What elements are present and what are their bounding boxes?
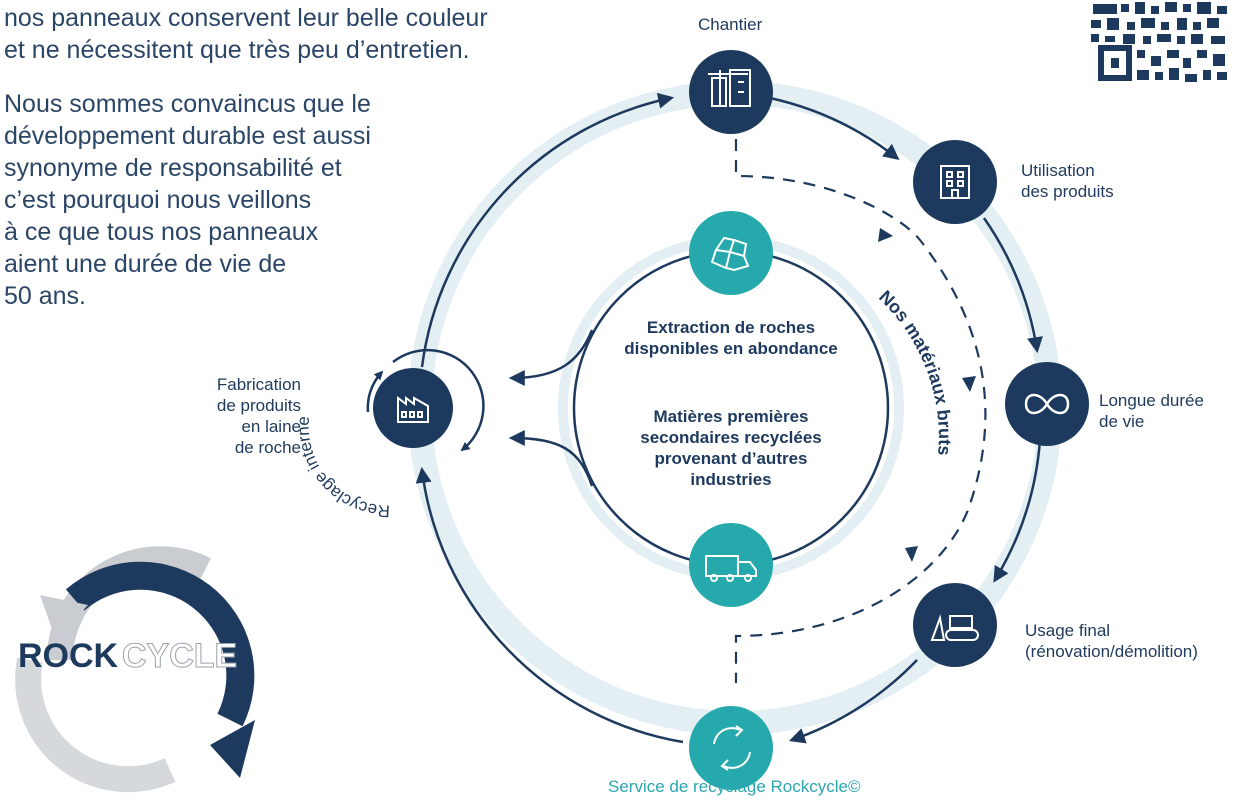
label-line: Longue durée (1099, 391, 1204, 410)
logo-navy-arc (65, 561, 255, 727)
factory-icon (397, 396, 429, 423)
label-line: Fabrication (216, 375, 301, 394)
node-chantier (689, 50, 773, 134)
recyclage-interne-label: Recyclage interne (294, 416, 391, 521)
label-line: disponibles en abondance (624, 339, 838, 358)
intro-line: développement durable est aussi (4, 122, 371, 150)
label-line: des produits (1021, 182, 1114, 201)
intro-paragraph-1: nos panneaux conservent leur belle coule… (4, 2, 488, 66)
arrow-matieres-to-fabrication (508, 430, 594, 487)
intro-line: c’est pourquoi nous veillons (4, 186, 312, 214)
label-line: Matières premières (653, 407, 809, 426)
label-line: Usage final (1025, 621, 1111, 640)
node-usage-final (913, 583, 997, 667)
construction-site-icon (708, 69, 751, 107)
intro-line: et ne nécessitent que très peu d’entreti… (4, 36, 470, 64)
node-service (689, 706, 773, 790)
logo-arrowhead (210, 720, 255, 778)
logo-arrowhead-gray (40, 595, 88, 640)
rockcycle-logo: ROCK CYCLE ® (15, 546, 255, 793)
label-line: Extraction de roches (646, 318, 816, 337)
label-chantier: Chantier (698, 15, 763, 34)
label-line: de produits (216, 396, 301, 415)
label-line: en laine (241, 417, 301, 436)
logo-registered-mark: ® (235, 644, 243, 655)
qr-code-icon (1085, 0, 1235, 88)
node-longue-duree (1005, 362, 1089, 446)
arrow-fabrication-to-chantier (420, 92, 675, 368)
truck-icon (705, 555, 757, 582)
arrow-utilisation-to-longue (982, 217, 1043, 354)
label-usage-final: Usage final (rénovation/démolition) (1025, 620, 1198, 662)
label-matieres: Matières premières secondaires recyclées… (600, 406, 862, 490)
bulldozer-icon (930, 614, 979, 641)
label-line: industries (690, 470, 772, 489)
label-longue-duree: Longue durée de vie (1099, 390, 1204, 432)
label-line: de vie (1099, 412, 1145, 431)
arrow-extraction-to-fabrication (508, 329, 594, 386)
intro-line: aient une durée de vie de (4, 250, 287, 278)
node-utilisation (913, 140, 997, 224)
logo-cycle-text: CYCLE (122, 637, 237, 675)
dashed-arrowhead (962, 376, 976, 392)
logo-rock-text: ROCK (18, 637, 119, 675)
arrow-service-to-fabrication (415, 466, 684, 744)
intro-line: nos panneaux conservent leur belle coule… (4, 4, 488, 32)
label-line: Utilisation (1021, 161, 1095, 180)
label-line: de roche (234, 438, 301, 457)
arrow-usage-to-service (788, 659, 918, 744)
intro-line: Nous sommes convaincus que le (4, 90, 371, 118)
dashed-arrowhead (905, 546, 918, 562)
node-fabrication (373, 368, 453, 448)
recyclage-interne-loop (392, 348, 485, 452)
label-extraction: Extraction de roches disponibles en abon… (600, 317, 862, 359)
label-service: Service de recyclage Rockcycle© (608, 777, 861, 796)
dashed-arrowhead (878, 228, 893, 242)
node-extraction (689, 211, 773, 295)
dashed-path-materiaux (734, 118, 987, 683)
intro-paragraph-2: Nous sommes convaincus que le développem… (4, 88, 371, 312)
label-utilisation: Utilisation des produits (1021, 160, 1114, 202)
arrow-longue-to-usage (993, 439, 1042, 583)
rocks-icon (710, 236, 750, 272)
arrow-chantier-to-utilisation (769, 96, 900, 160)
intro-line: synonyme de responsabilité et (4, 154, 342, 182)
logo-gray-arc-bottom (15, 657, 176, 793)
intro-line: à ce que tous nos panneaux (4, 218, 319, 246)
node-transport (689, 523, 773, 607)
intro-line: 50 ans. (4, 282, 87, 310)
label-line: secondaires recyclées (640, 428, 822, 447)
label-line: (rénovation/démolition) (1025, 642, 1198, 661)
recycle-arrows-icon (713, 725, 751, 771)
infinity-icon (1024, 393, 1070, 415)
building-icon (940, 165, 970, 199)
label-line: provenant d’autres (654, 449, 808, 468)
label-fabrication: Fabrication de produits en laine de roch… (217, 374, 301, 458)
recyclage-interne-loop-in (366, 370, 384, 413)
